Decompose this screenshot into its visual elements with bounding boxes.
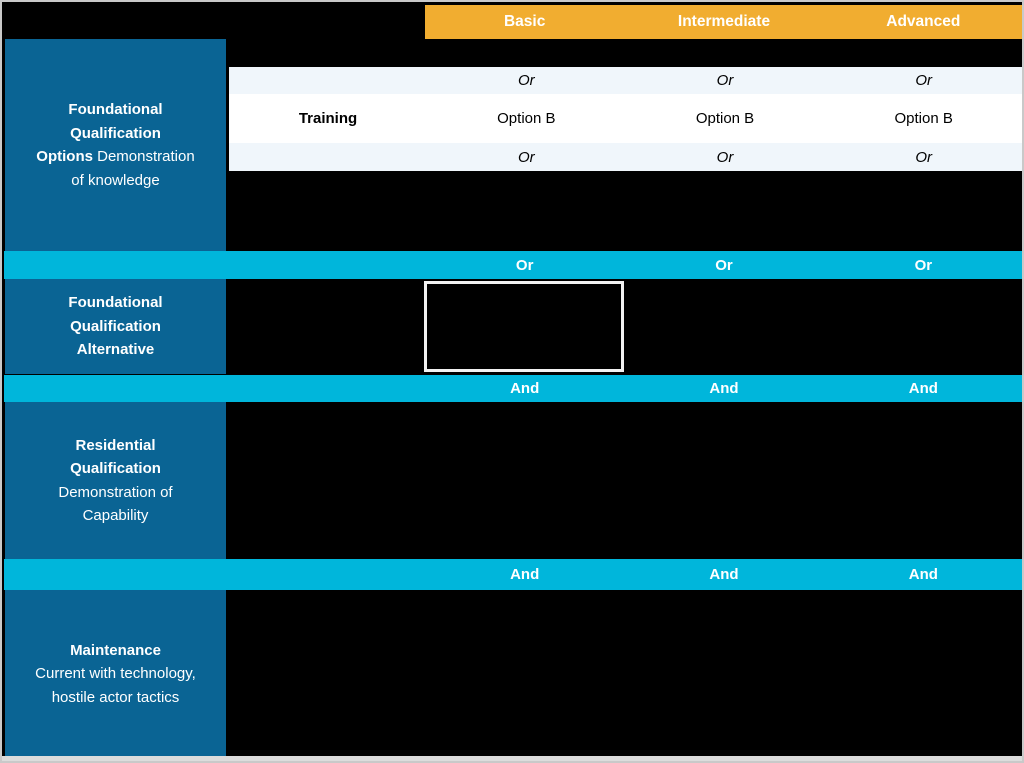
or-row-top: Or Or Or [229,67,1022,94]
connector-and-basic: And [510,566,540,583]
level-header-bar: Basic Intermediate Advanced [425,5,1022,39]
connector-or-intermediate: Or [715,256,733,274]
connector-bar-or: Or Or Or [4,251,1022,279]
or-row-bottom: Or Or Or [229,143,1022,171]
sidebar-line: Maintenance [70,641,161,659]
sidebar-line: hostile actor tactics [51,688,180,706]
or-cell-intermediate: Or [716,148,734,166]
sidebar-line: Foundational [68,294,163,312]
training-row: Training Option B Option B Option B [229,94,1022,143]
connector-bar-and-2: And And And [4,559,1022,590]
sidebar-residential-qualification: Residential Qualification Demonstration … [5,402,226,559]
sidebar-foundational-alternative: Foundational Qualification Alternative [5,279,226,374]
sidebar-line: Capability [82,507,149,524]
sidebar-maintenance: Maintenance Current with technology, hos… [5,590,226,758]
bottom-page-edge [2,756,1022,761]
connector-and-advanced: And [908,380,938,397]
sidebar-line: Demonstration of [58,483,173,501]
sidebar-line: Qualification [70,124,161,142]
sidebar-foundational-options: Foundational Qualification Options Demon… [5,39,226,251]
connector-and-intermediate: And [709,380,739,397]
training-option-advanced: Option B [894,110,953,127]
or-cell-advanced: Or [915,72,933,89]
or-cell-basic: Or [518,148,535,166]
training-option-intermediate: Option B [695,110,755,127]
connector-and-basic: And [510,380,540,397]
sidebar-line: Qualification [70,460,161,477]
sidebar-line: Current with technology, [35,665,196,683]
training-option-basic: Option B [497,110,556,127]
highlighted-basic-alternative-box [424,281,624,372]
connector-or-basic: Or [515,256,534,274]
or-cell-intermediate: Or [716,72,734,89]
or-cell-advanced: Or [915,148,933,166]
header-intermediate: Intermediate [677,13,771,30]
training-row-label: Training [298,110,358,127]
or-row-bottom-label [229,143,427,171]
connector-or-advanced: Or [914,256,933,274]
or-row-top-label [229,67,427,94]
connector-and-intermediate: And [709,566,739,583]
header-basic: Basic [503,13,546,30]
sidebar-line: Qualification [70,317,161,335]
or-cell-basic: Or [518,72,535,89]
sidebar-line: Residential [75,436,156,454]
connector-bar-and-1: And And And [4,375,1022,402]
header-advanced: Advanced [886,13,961,30]
sidebar-line: Alternative [76,341,155,359]
sidebar-line: Options Demonstration [36,148,195,165]
sidebar-line: of knowledge [71,171,160,189]
connector-and-advanced: And [908,566,938,583]
sidebar-line: Foundational [68,101,163,118]
